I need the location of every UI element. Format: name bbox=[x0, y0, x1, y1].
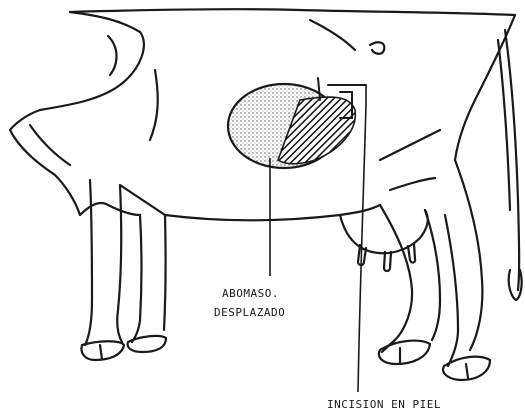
hind-leg-near bbox=[380, 205, 412, 352]
abomasum-shape bbox=[228, 84, 355, 168]
front-leg-far bbox=[132, 215, 142, 342]
cow-head-outline bbox=[40, 32, 144, 110]
incision-leader-line bbox=[358, 85, 366, 392]
cow-neck-outline bbox=[70, 12, 140, 32]
cow-back-outline bbox=[70, 9, 515, 15]
desplazado-label: DESPLAZADO bbox=[214, 307, 285, 318]
front-leg-near bbox=[85, 180, 92, 345]
hind-hoof-near bbox=[379, 341, 430, 364]
hind-leg-far bbox=[455, 160, 482, 350]
incision-label: INCISION EN PIEL bbox=[327, 399, 441, 410]
abomaso-label: ABOMASO. bbox=[222, 288, 279, 299]
cow-belly-outline bbox=[165, 205, 380, 220]
